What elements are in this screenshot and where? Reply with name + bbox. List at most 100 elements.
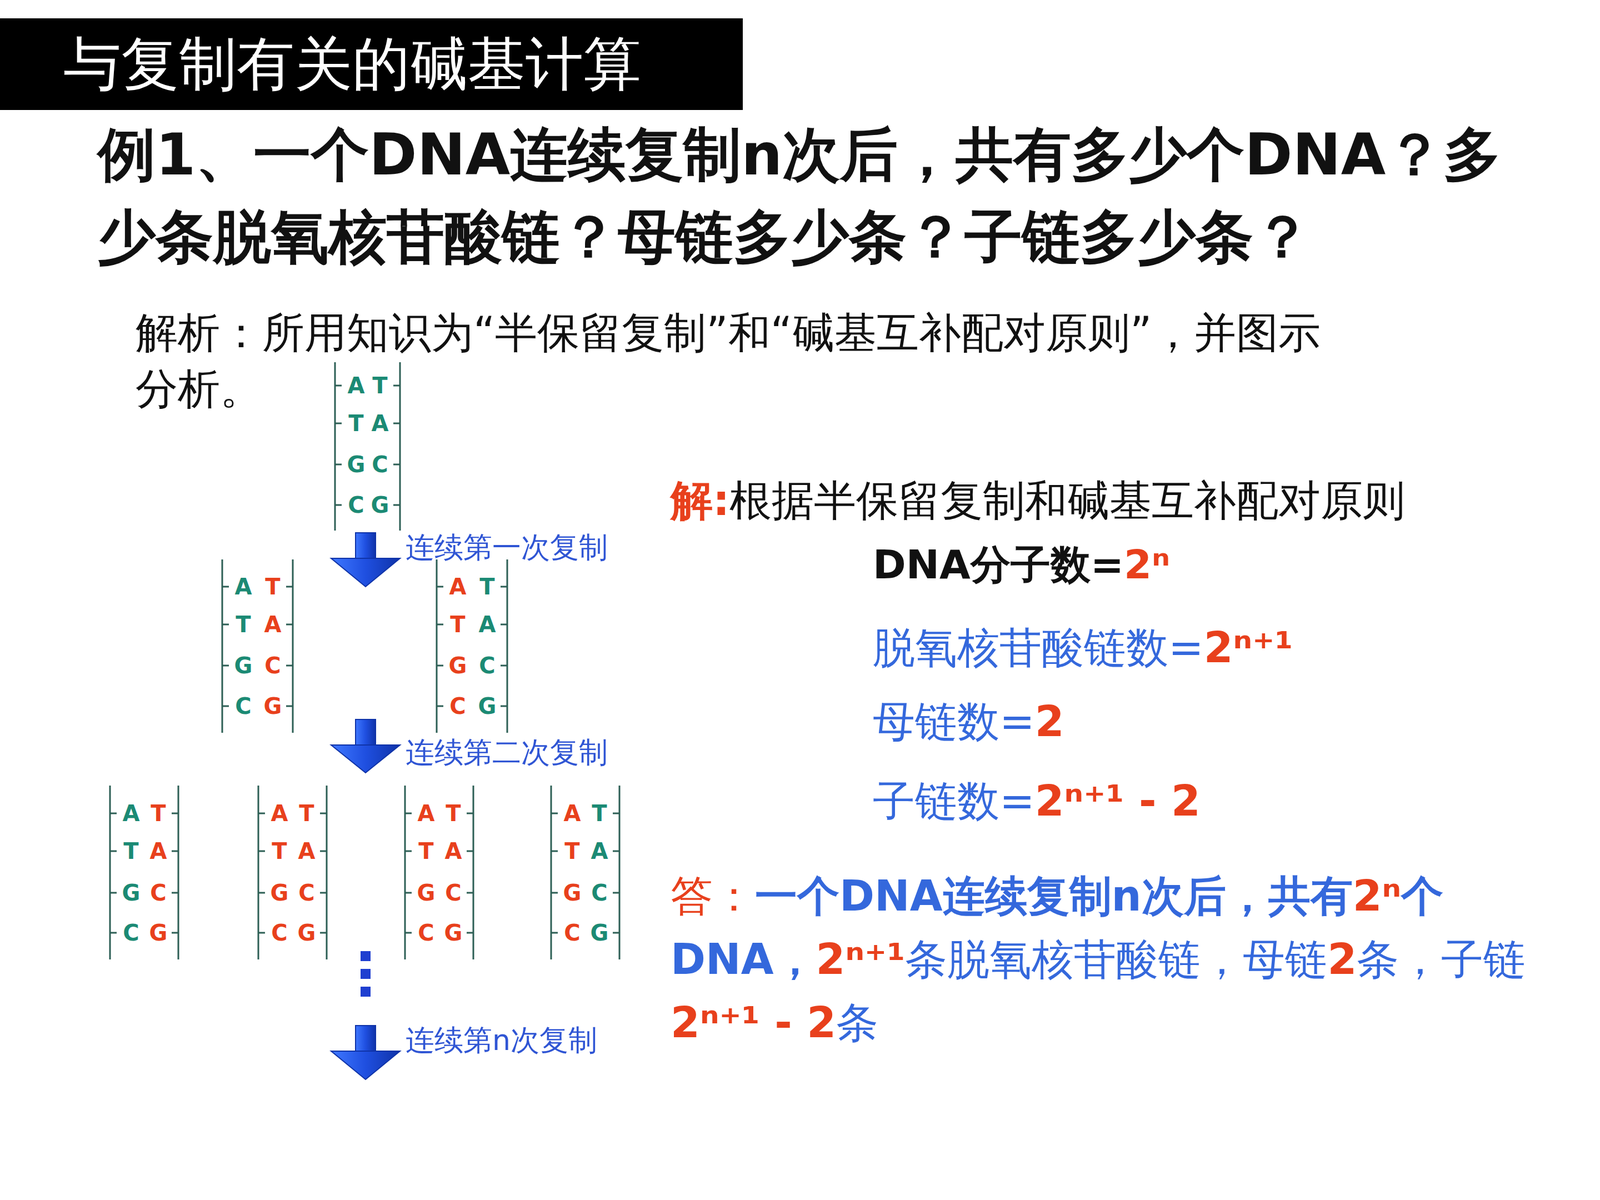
base-letter: C [347, 493, 364, 517]
replication-arrow [331, 1025, 400, 1080]
strand-line [171, 892, 179, 894]
base-letter: G [234, 654, 253, 677]
strand-line [500, 623, 508, 626]
base-letter: T [265, 575, 280, 598]
base-letter: T [450, 613, 465, 636]
title-bar [0, 18, 743, 110]
strand-line [320, 892, 327, 894]
base-letter: G [563, 881, 582, 904]
answer-text: 一个DNA连续复制n次后，共有 [755, 871, 1353, 921]
base-letter: T [348, 412, 364, 435]
formula-value: 2ⁿ [1123, 541, 1170, 588]
strand-line [258, 892, 265, 894]
strand-line [436, 665, 444, 667]
base-letter: T [298, 802, 314, 825]
base-letter: T [564, 840, 580, 863]
base-letter: C [449, 695, 466, 718]
answer-text: 条脱氧核苷酸链，母链 [905, 934, 1328, 984]
strand-line [436, 705, 444, 708]
base-letter: T [150, 802, 166, 825]
strand-line [286, 586, 293, 588]
strand-line [110, 892, 117, 894]
base-letter: T [235, 613, 251, 636]
base-letter: C [271, 921, 288, 944]
strand-line [222, 623, 229, 626]
strand-line [612, 932, 620, 934]
strand-line [171, 850, 179, 853]
dna-strand-pair [110, 785, 179, 960]
question-text: 例1、一个DNA连续复制n次后，共有多少个DNA？多少条脱氧核苷酸链？母链多少条… [97, 113, 1554, 278]
text-row: 解:根据半保留复制和碱基互补配对原则 [670, 475, 1582, 527]
replication-arrow [331, 532, 400, 587]
base-letter: T [445, 802, 461, 825]
base-letter: G [263, 695, 283, 718]
strand-line [222, 665, 229, 667]
answer-text: 条，子链 [1356, 934, 1526, 984]
strand-line [612, 892, 620, 894]
strand-line [335, 504, 342, 507]
strand-line [551, 892, 558, 894]
base-letter: A [271, 802, 289, 825]
strand-line [393, 463, 400, 466]
strand-line [171, 932, 179, 934]
strand-line [286, 705, 293, 708]
base-letter: A [417, 802, 435, 825]
strand-line [612, 850, 620, 853]
answer-value: 2 [1327, 934, 1357, 984]
base-letter: A [449, 575, 467, 598]
strand-line [320, 812, 327, 815]
base-letter: G [448, 654, 468, 677]
solution-mark: 解: [670, 475, 730, 525]
base-letter: G [478, 695, 497, 718]
strand-line [335, 385, 342, 387]
base-letter: G [444, 921, 463, 944]
text-row: 脱氧核苷酸链数=2ⁿ⁺¹ [872, 622, 1584, 674]
base-letter: T [372, 374, 388, 397]
dna-strand-pair [551, 785, 620, 960]
base-letter: C [591, 881, 608, 904]
strand-line [500, 665, 508, 667]
strand-line [500, 705, 508, 708]
base-letter: G [149, 921, 168, 944]
formula-value: 2ⁿ⁺¹ [1203, 622, 1294, 673]
formula-name: DNA分子数= [872, 541, 1124, 588]
formula-name: 子链数= [872, 776, 1035, 826]
base-letter: A [478, 613, 497, 636]
strand-line [436, 623, 444, 626]
answer-value: 2ⁿ⁺¹ [816, 934, 906, 984]
strand-line [258, 812, 265, 815]
base-letter: A [563, 802, 582, 825]
base-letter: T [123, 840, 139, 863]
title-text: 与复制有关的碱基计算 [63, 18, 642, 110]
base-letter: G [122, 881, 141, 904]
dna-strand-pair [258, 785, 327, 960]
strand-line [222, 705, 229, 708]
continuation-dots [360, 951, 371, 997]
base-letter: C [150, 881, 167, 904]
formula-name: 母链数= [872, 696, 1035, 747]
strand-line [110, 812, 117, 815]
base-letter: A [371, 412, 389, 435]
dna-strand-pair [335, 362, 400, 531]
base-letter: C [445, 881, 462, 904]
base-letter: C [122, 921, 139, 944]
strand-line [393, 385, 400, 387]
solution-text: 根据半保留复制和碱基互补配对原则 [729, 475, 1405, 525]
strand-line [258, 850, 265, 853]
strand-line [405, 812, 412, 815]
base-letter: A [347, 374, 365, 397]
strand-line [551, 812, 558, 815]
base-letter: C [478, 654, 495, 677]
answer-value: 2ⁿ [1352, 871, 1402, 921]
base-letter: A [150, 840, 168, 863]
strand-line [110, 932, 117, 934]
strand-line [393, 504, 400, 507]
analysis-text: 解析：所用知识为“半保留复制”和“碱基互补配对原则”，并图示分析。 [135, 304, 1330, 417]
base-letter: G [347, 453, 366, 476]
base-letter: C [298, 881, 315, 904]
base-letter: A [445, 840, 463, 863]
answer-mark: 答： [670, 871, 755, 921]
strand-line [612, 812, 620, 815]
dna-strand-pair [436, 559, 508, 733]
formula-name: 脱氧核苷酸链数= [872, 622, 1204, 673]
